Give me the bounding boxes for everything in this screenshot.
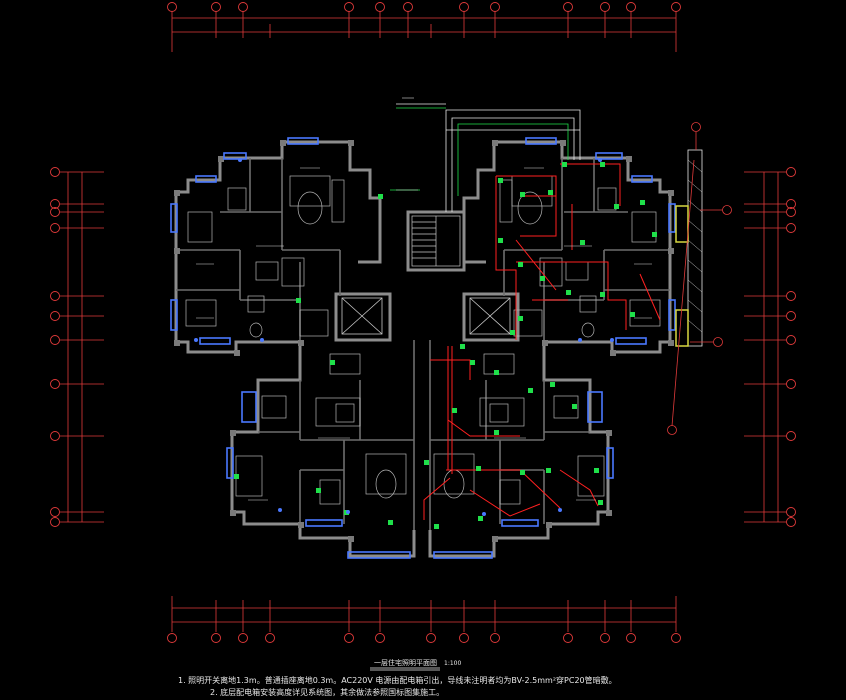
room-labels <box>196 97 652 501</box>
outlet-markers <box>194 158 614 516</box>
drawing-scale: 1:100 <box>444 660 462 667</box>
elevator-shafts <box>341 297 511 335</box>
wall-columns <box>174 140 674 542</box>
windows <box>170 137 676 559</box>
right-dimension-chain <box>744 171 786 523</box>
left-dimension-chain <box>60 171 104 523</box>
right-axis-bubbles <box>786 167 796 527</box>
general-note-2: 2. 底层配电箱安装高度详见系统图，其余做法参照国标图集施工。 <box>210 688 445 697</box>
staircase <box>411 215 461 267</box>
bottom-dimension-chain <box>171 596 677 632</box>
left-axis-bubbles <box>50 167 60 527</box>
bottom-axis-bubbles <box>167 633 681 643</box>
electrical-devices <box>234 162 657 529</box>
top-dimension-chain <box>171 12 677 52</box>
interior-partitions <box>176 158 670 530</box>
exterior-shaft <box>675 149 703 347</box>
title-underline <box>370 667 440 671</box>
top-balcony-outline <box>396 103 581 212</box>
callout-leaders <box>667 122 732 435</box>
top-axis-bubbles <box>167 2 681 12</box>
general-note-1: 1. 照明开关离地1.3m。普通插座离地0.3m。AC220V 电源由配电箱引出… <box>178 676 617 685</box>
drawing-title: 一层住宅照明平面图 <box>374 659 437 667</box>
